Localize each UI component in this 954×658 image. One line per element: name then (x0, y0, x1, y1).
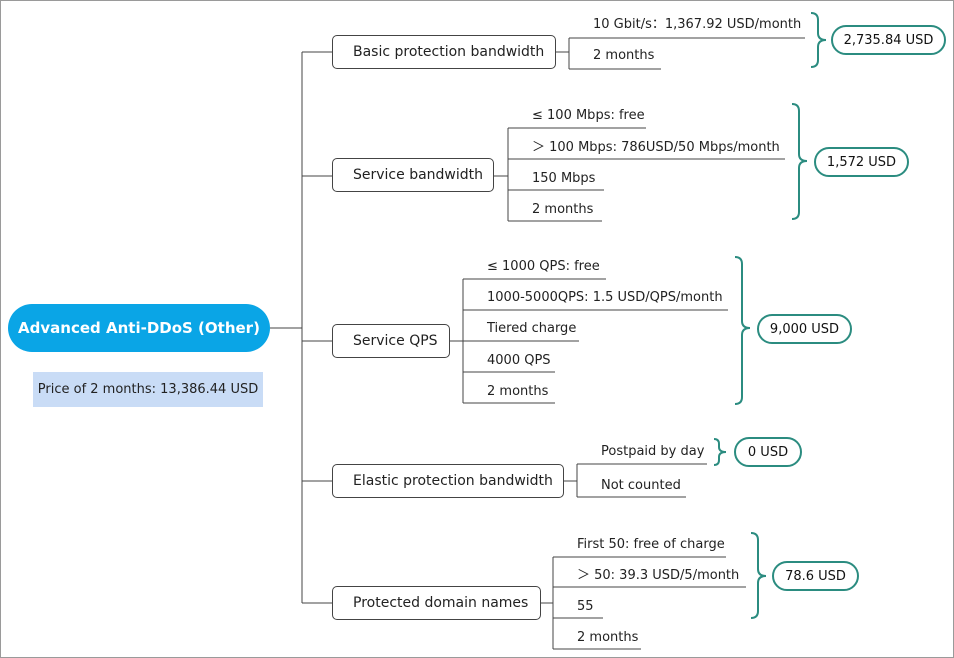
leaf-item: 2 months (577, 630, 639, 645)
total-badge: 0 USD (734, 437, 802, 467)
leaf-item: Postpaid by day (601, 444, 705, 459)
leaf-item: First 50: free of charge (577, 537, 725, 552)
branch-label: Protected domain names (353, 595, 529, 611)
total-value: 1,572 USD (826, 154, 897, 170)
leaf-item: 2 months (593, 48, 655, 63)
leaf-item: Tiered charge (487, 321, 577, 336)
root-node[interactable]: Advanced Anti-DDoS (Other) (8, 304, 270, 352)
price-summary: Price of 2 months: 13,386.44 USD (33, 372, 263, 407)
total-badge: 1,572 USD (814, 147, 909, 177)
leaf-item: ≤ 1000 QPS: free (487, 259, 600, 274)
leaf-item: ＞ 50: 39.3 USD/5/month (577, 568, 740, 583)
leaf-item: 2 months (532, 202, 594, 217)
leaf-item: 150 Mbps (532, 171, 596, 186)
total-value: 0 USD (747, 444, 789, 460)
total-value: 9,000 USD (769, 321, 840, 337)
branch-label: Service bandwidth (353, 167, 484, 183)
total-badge: 2,735.84 USD (831, 25, 946, 55)
leaf-item: 4000 QPS (487, 353, 551, 368)
branch-label: Service QPS (353, 333, 438, 349)
total-badge: 78.6 USD (772, 561, 859, 591)
leaf-item: ≤ 100 Mbps: free (532, 108, 645, 123)
leaf-item: 1000-5000QPS: 1.5 USD/QPS/month (487, 290, 723, 305)
branch-service-qps[interactable]: Service QPS (332, 324, 450, 358)
total-badge: 9,000 USD (757, 314, 852, 344)
branch-basic-protection-bandwidth[interactable]: Basic protection bandwidth (332, 35, 556, 69)
branch-label: Elastic protection bandwidth (353, 473, 553, 489)
leaf-item: 10 Gbit/s：1,367.92 USD/month (593, 17, 802, 32)
leaf-item: 2 months (487, 384, 549, 399)
root-title: Advanced Anti-DDoS (Other) (18, 319, 260, 337)
leaf-item: 55 (577, 599, 594, 614)
total-value: 2,735.84 USD (843, 32, 934, 48)
branch-protected-domain-names[interactable]: Protected domain names (332, 586, 541, 620)
leaf-item: Not counted (601, 478, 681, 493)
branch-label: Basic protection bandwidth (353, 44, 545, 60)
total-value: 78.6 USD (785, 568, 846, 584)
branch-service-bandwidth[interactable]: Service bandwidth (332, 158, 494, 192)
price-summary-text: Price of 2 months: 13,386.44 USD (37, 382, 259, 397)
branch-elastic-protection-bandwidth[interactable]: Elastic protection bandwidth (332, 464, 564, 498)
leaf-item: ＞ 100 Mbps: 786USD/50 Mbps/month (532, 140, 780, 155)
